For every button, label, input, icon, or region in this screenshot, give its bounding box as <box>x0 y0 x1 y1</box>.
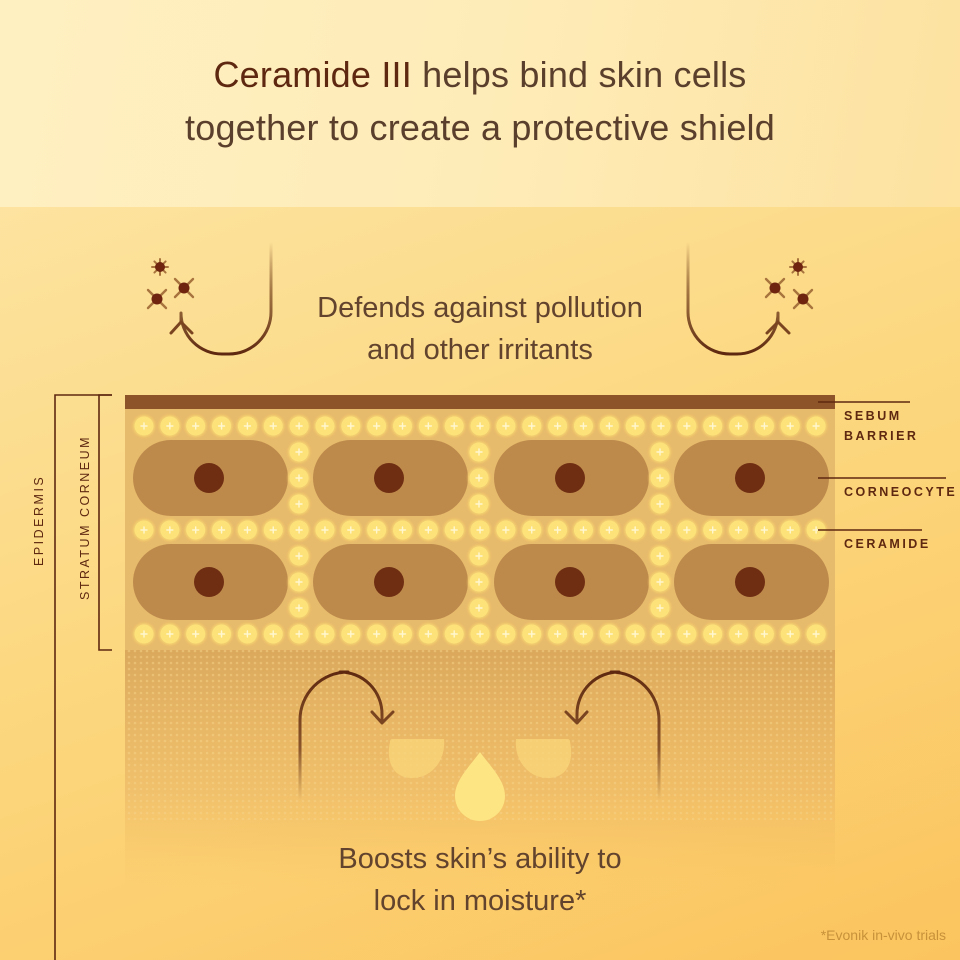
defense-caption-line1: Defends against pollution <box>317 292 643 324</box>
title-rest: helps bind skin cells <box>411 54 747 95</box>
defense-caption: Defends against pollution and other irri… <box>260 287 700 371</box>
sebum-label-line2: BARRIER <box>844 429 919 443</box>
curved-arrow-down-icon <box>564 670 661 802</box>
title-line2: together to create a protective shield <box>185 107 775 148</box>
star-particle-icon <box>146 258 195 310</box>
defense-caption-line2: and other irritants <box>367 334 593 366</box>
moisture-caption-line2: lock in moisture* <box>373 885 587 917</box>
stratum-corneum-label: STRATUM CORNEUM <box>78 434 92 600</box>
stratum-corneum-bracket <box>98 394 112 651</box>
title-highlight: Ceramide III <box>213 54 412 95</box>
page-title: Ceramide III helps bind skin cells toget… <box>0 48 960 154</box>
ceramide-label: CERAMIDE <box>844 537 931 551</box>
epidermis-bracket <box>54 394 112 960</box>
curved-arrow-up-icon <box>169 240 273 356</box>
moisture-caption: Boosts skin’s ability to lock in moistur… <box>230 838 730 922</box>
corneocytes <box>133 440 829 620</box>
corneocyte-label: CORNEOCYTE <box>844 485 958 499</box>
sebum-barrier-label: SEBUM BARRIER <box>844 406 918 446</box>
header-banner <box>0 0 960 207</box>
water-drop-icon <box>388 739 572 821</box>
curved-arrow-up-icon <box>686 240 791 356</box>
sebum-barrier <box>125 395 835 409</box>
sebum-label-line1: SEBUM <box>844 409 902 423</box>
moisture-caption-line1: Boosts skin’s ability to <box>338 843 622 875</box>
epidermis-label: EPIDERMIS <box>32 474 46 566</box>
curved-arrow-down-icon <box>298 670 395 802</box>
pointer-lines <box>818 401 946 531</box>
footnote: *Evonik in-vivo trials <box>820 927 946 943</box>
star-particle-icon <box>764 258 814 310</box>
